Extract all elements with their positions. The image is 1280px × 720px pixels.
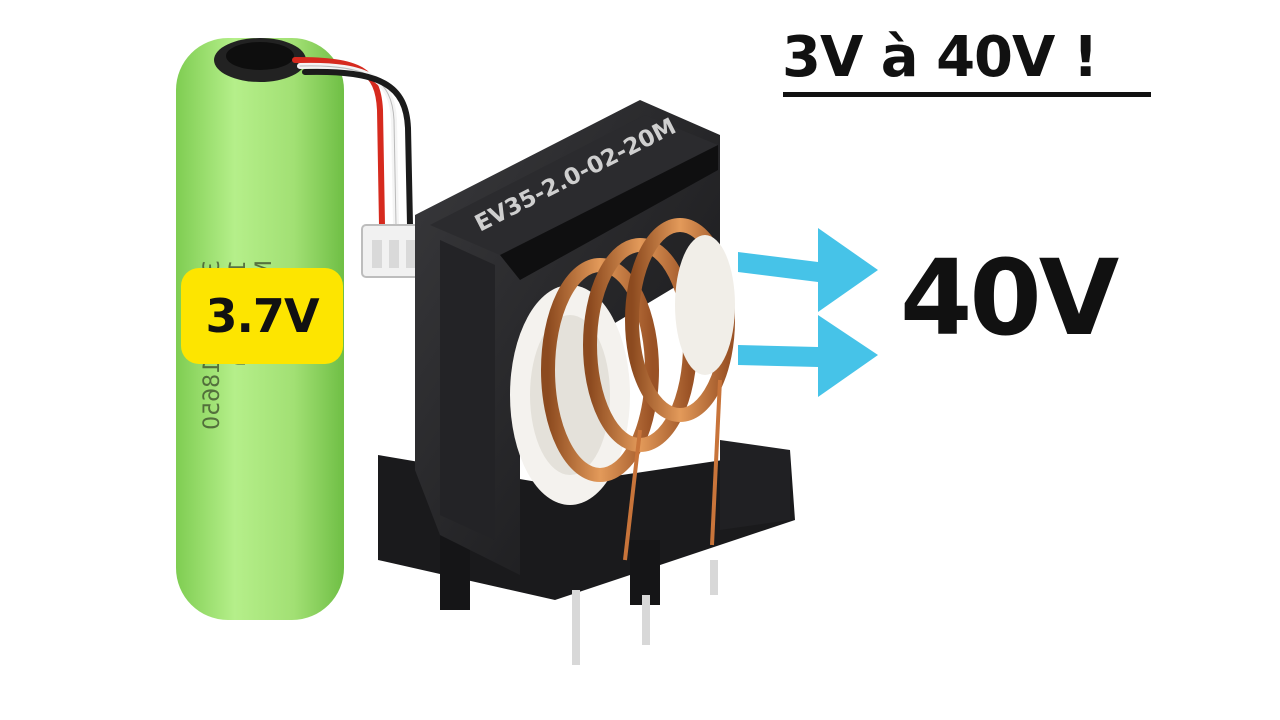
output-arrow-lower [738,315,878,397]
output-voltage-label: 40V [900,237,1119,359]
battery-wires [292,57,413,228]
headline-underline [783,92,1151,97]
output-arrow-upper [738,228,878,312]
transformer [378,100,795,665]
battery-voltage-badge [181,268,343,364]
battery-voltage-label: 3.7V [205,289,319,343]
headline-title: 3V à 40V ! [782,25,1098,90]
